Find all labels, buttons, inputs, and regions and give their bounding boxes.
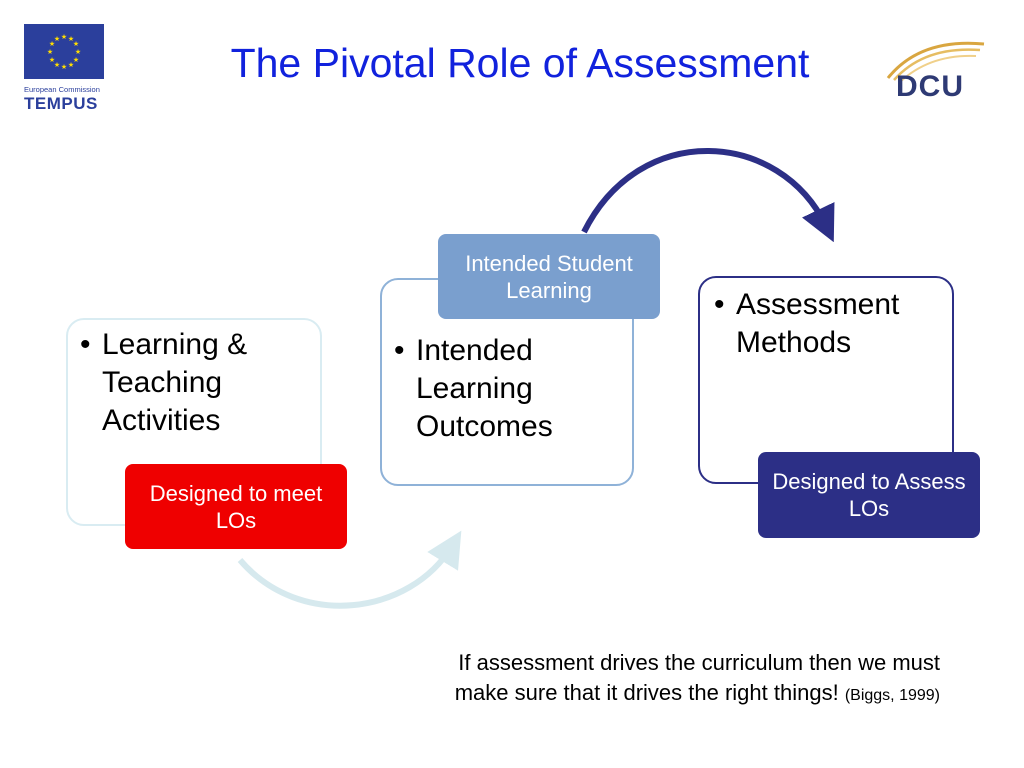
svg-text:★: ★ xyxy=(47,48,53,56)
svg-text:★: ★ xyxy=(68,61,74,69)
dcu-logo: DCU xyxy=(880,34,990,114)
bullet-icon: • xyxy=(80,328,91,361)
designed-to-assess-los-tag: Designed to Assess LOs xyxy=(758,452,980,538)
svg-text:★: ★ xyxy=(68,35,74,43)
bullet-icon: • xyxy=(714,288,725,321)
bottom-curved-arrow xyxy=(237,530,462,609)
quote-line-2-wrapper: make sure that it drives the right thing… xyxy=(340,678,940,711)
top-curved-arrow xyxy=(581,148,835,243)
slide-title: The Pivotal Role of Assessment xyxy=(230,40,810,86)
outcomes-text: Intended Learning Outcomes xyxy=(416,334,553,443)
quote-line-1: If assessment drives the curriculum then… xyxy=(458,650,940,675)
tempus-label: TEMPUS xyxy=(24,94,98,113)
svg-text:★: ★ xyxy=(49,40,55,48)
quote-citation: (Biggs, 1999) xyxy=(844,687,940,704)
activities-text: Learning & Teaching Activities xyxy=(102,328,248,437)
dcu-swoosh-icon xyxy=(886,41,985,83)
bullet-icon: • xyxy=(394,334,405,367)
quote-line-2: make sure that it drives the right thing… xyxy=(454,680,839,705)
activities-bullet: • Learning & Teaching Activities xyxy=(80,326,312,440)
svg-text:★: ★ xyxy=(54,35,60,43)
eu-commission-label: European Commission xyxy=(24,85,100,94)
designed-to-meet-los-tag: Designed to meet LOs xyxy=(125,464,347,549)
intended-student-learning-tag: Intended Student Learning xyxy=(438,234,660,319)
svg-text:★: ★ xyxy=(73,40,79,48)
svg-text:★: ★ xyxy=(61,33,67,41)
assessment-box xyxy=(698,276,954,484)
assessment-bullet: • Assessment Methods xyxy=(714,286,951,362)
dcu-label: DCU xyxy=(896,70,964,103)
svg-text:★: ★ xyxy=(75,48,81,56)
svg-text:★: ★ xyxy=(73,56,79,64)
svg-text:★: ★ xyxy=(54,61,60,69)
eu-stars-icon: ★ ★ ★ ★ ★ ★ ★ ★ ★ ★ ★ ★ xyxy=(47,33,81,71)
outcomes-bullet: • Intended Learning Outcomes xyxy=(394,332,626,446)
svg-text:★: ★ xyxy=(49,56,55,64)
svg-text:★: ★ xyxy=(61,63,67,71)
eu-flag-icon: ★ ★ ★ ★ ★ ★ ★ ★ ★ ★ ★ ★ xyxy=(24,24,104,79)
tempus-logo: ★ ★ ★ ★ ★ ★ ★ ★ ★ ★ ★ ★ European Commiss… xyxy=(24,24,108,114)
assessment-text: Assessment Methods xyxy=(736,288,900,359)
biggs-quote: If assessment drives the curriculum then… xyxy=(340,648,940,711)
